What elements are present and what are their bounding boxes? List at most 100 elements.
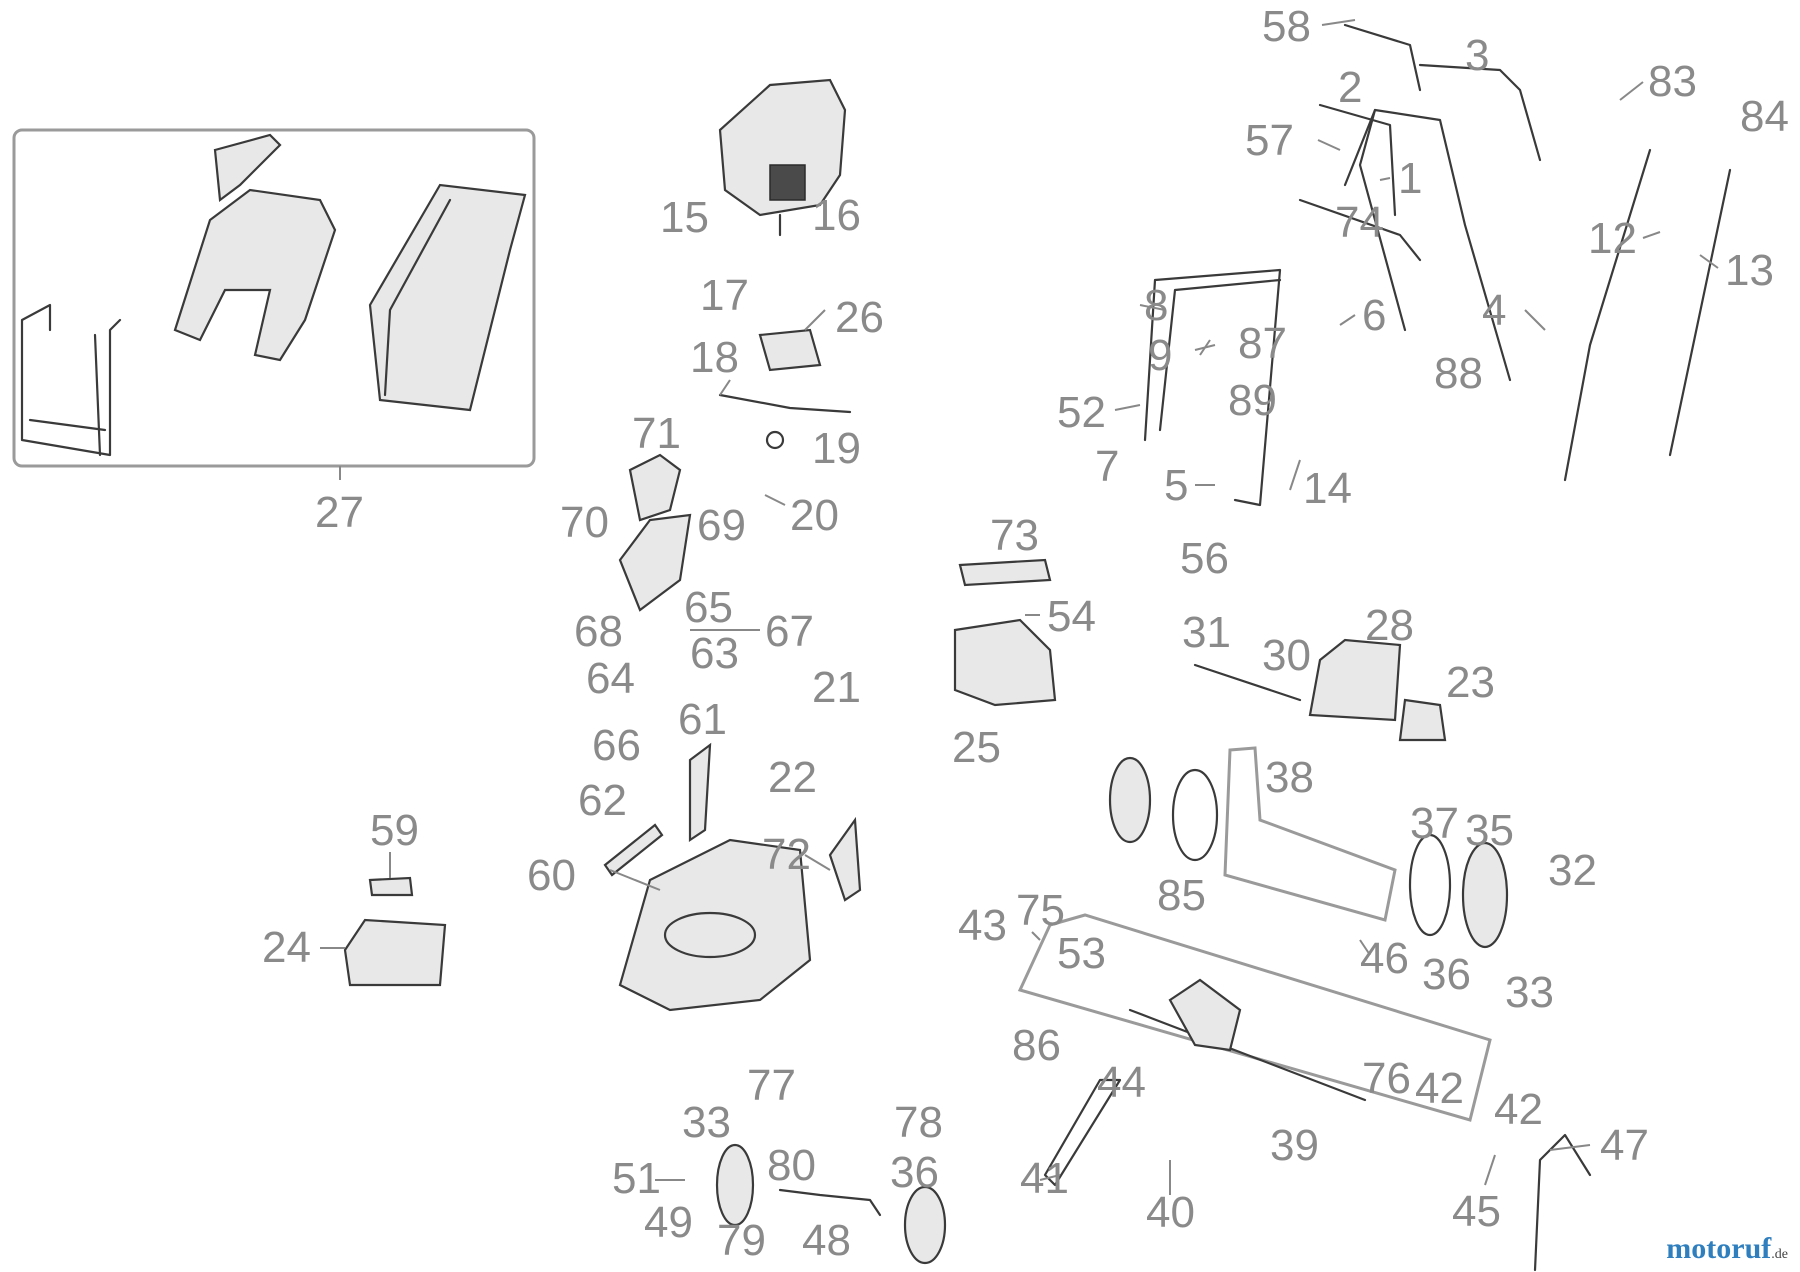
label-42: 42 [1415,1064,1464,1113]
label-84: 84 [1740,92,1789,141]
bail-cross-part [1298,198,1422,262]
height-adjust-group-frame [1223,746,1397,922]
label-83: 83 [1648,57,1697,106]
label-31: 31 [1182,608,1231,657]
label-40: 40 [1146,1188,1195,1237]
label-66: 66 [592,721,641,770]
label-35: 35 [1465,806,1514,855]
label-56: 56 [1180,534,1229,583]
grass-chute-part [953,618,1057,707]
deck-bracket-part [688,742,712,843]
height-bar-part [603,823,664,877]
label-2: 2 [1338,63,1362,112]
label-14: 14 [1303,464,1352,513]
label-1: 1 [1398,154,1422,203]
label-20: 20 [790,491,839,540]
watermark-brand: motoruf [1666,1232,1772,1265]
label-18: 18 [690,333,739,382]
catcher-lid-part [173,133,337,362]
label-69: 69 [697,501,746,550]
label-73: 73 [990,511,1039,560]
label-62: 62 [578,776,627,825]
label-47: 47 [1600,1121,1649,1170]
label-80: 80 [767,1141,816,1190]
label-51: 51 [612,1154,661,1203]
label-71: 71 [632,409,681,458]
label-45: 45 [1452,1187,1501,1236]
label-32: 32 [1548,846,1597,895]
handle-bar-part [1418,63,1542,162]
bail-bar-part [1318,23,1422,217]
label-42b: 42 [1494,1085,1543,1134]
label-13: 13 [1725,246,1774,295]
mower-deck-part [618,838,812,1012]
label-27: 27 [315,488,364,537]
rear-cover-part [1308,638,1402,722]
leader-lines [320,19,1719,1195]
discharge-flap-part [618,513,692,612]
label-75: 75 [1016,886,1065,935]
rear-flap-part [828,816,862,902]
label-21: 21 [812,663,861,712]
discharge-chute-part [628,453,682,522]
axle-group-frame [1017,913,1492,1122]
label-26: 26 [835,293,884,342]
label-37: 37 [1410,799,1459,848]
label-44: 44 [1097,1058,1146,1107]
label-49: 49 [644,1198,693,1247]
front-wheel-right-part [903,1185,947,1265]
label-86: 86 [1012,1021,1061,1070]
rod-part [1193,663,1302,702]
label-67: 67 [765,607,814,656]
part-labels: 58 2 3 83 84 57 1 74 12 13 15 16 8 87 6 … [262,2,1789,1265]
label-72: 72 [762,830,811,879]
cable-part [1563,148,1652,482]
label-4: 4 [1482,286,1506,335]
label-61: 61 [678,695,727,744]
label-88: 88 [1434,349,1483,398]
front-wheel-left-part [715,1143,755,1227]
label-3: 3 [1465,31,1489,80]
label-68: 68 [574,607,623,656]
blade-adapter-part [758,328,822,372]
rear-wheel-left-part [1108,756,1219,862]
front-cover-part [343,918,447,987]
filter-part [1398,698,1447,742]
label-28: 28 [1365,601,1414,650]
label-43: 43 [958,901,1007,950]
label-77: 77 [747,1061,796,1110]
label-54: 54 [1047,592,1096,641]
handle-lever-part [1533,1133,1592,1272]
label-36: 36 [1422,950,1471,999]
label-85: 85 [1157,871,1206,920]
label-48: 48 [802,1216,851,1265]
label-38: 38 [1265,753,1314,802]
label-58: 58 [1262,2,1311,51]
label-64: 64 [586,654,635,703]
label-25: 25 [952,723,1001,772]
label-30: 30 [1262,631,1311,680]
label-8: 8 [1144,281,1168,330]
watermark-logo: motoruf.de [1666,1232,1788,1266]
label-39: 39 [1270,1121,1319,1170]
label-9: 9 [1148,331,1172,380]
label-7: 7 [1095,442,1119,491]
catcher-frame-part [20,303,122,457]
catcher-bag-part [368,183,527,412]
label-59: 59 [370,806,419,855]
label-46: 46 [1360,934,1409,983]
label-16: 16 [812,191,861,240]
grass-catcher-group-frame [12,128,536,468]
label-33b: 33 [682,1098,731,1147]
label-79: 79 [717,1216,766,1265]
engine-part [718,78,847,237]
label-78: 78 [894,1098,943,1147]
label-57: 57 [1245,116,1294,165]
chute-top-part [958,558,1052,587]
label-19: 19 [812,424,861,473]
label-22: 22 [768,753,817,802]
gearbox-part [1168,978,1242,1052]
label-65: 65 [684,583,733,632]
label-5: 5 [1164,461,1188,510]
